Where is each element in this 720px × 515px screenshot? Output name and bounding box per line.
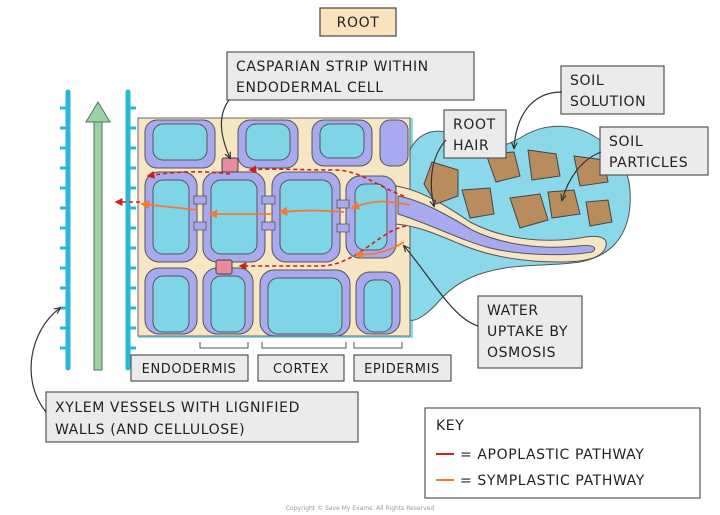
pointer-water-uptake — [404, 246, 479, 327]
cells-row-1 — [144, 119, 409, 169]
svg-text:ENDODERMAL CELL: ENDODERMAL CELL — [236, 80, 384, 96]
svg-text:ENDODERMIS: ENDODERMIS — [142, 362, 237, 377]
cells-row-2 — [144, 171, 397, 263]
title-box: ROOT — [319, 7, 397, 37]
svg-text:PARTICLES: PARTICLES — [609, 155, 688, 171]
svg-text:UPTAKE BY: UPTAKE BY — [487, 324, 568, 340]
xylem-vessels — [60, 89, 136, 371]
diagram-title: ROOT — [337, 15, 380, 31]
pointer-root-hair — [431, 139, 447, 206]
label-endodermis: ENDODERMIS — [130, 354, 249, 382]
key-title: KEY — [436, 418, 464, 434]
copyright-text: Copyright © Save My Exams. All Rights Re… — [286, 505, 435, 512]
svg-text:WATER: WATER — [487, 303, 539, 319]
svg-text:ROOT: ROOT — [453, 117, 496, 133]
root-hair-cytoplasm — [397, 195, 596, 256]
key-apoplastic-label: = APOPLASTIC PATHWAY — [460, 447, 644, 463]
label-soil-particles: SOIL PARTICLES — [599, 126, 709, 176]
label-cortex: CORTEX — [257, 354, 345, 382]
tissue-brackets — [199, 342, 403, 349]
label-epidermis: EPIDERMIS — [353, 354, 452, 382]
soil-particle-2 — [461, 187, 495, 219]
root-tissue — [137, 117, 413, 338]
label-soil-solution: SOIL SOLUTION — [560, 65, 665, 115]
symplastic-pathway — [140, 200, 411, 260]
pointer-soil-particles — [562, 151, 602, 200]
key-legend: KEY = APOPLASTIC PATHWAY = SYMPLASTIC PA… — [424, 407, 701, 499]
svg-text:XYLEM VESSELS WITH LIGNIFIED: XYLEM VESSELS WITH LIGNIFIED — [55, 400, 300, 416]
label-xylem-vessels: XYLEM VESSELS WITH LIGNIFIED WALLS (AND … — [45, 391, 359, 443]
soil-particle-8 — [585, 199, 613, 227]
soil-particle-5 — [527, 149, 561, 181]
svg-text:WALLS (AND CELLULOSE): WALLS (AND CELLULOSE) — [55, 422, 245, 438]
svg-text:CORTEX: CORTEX — [273, 362, 329, 377]
key-symplastic-label: = SYMPLASTIC PATHWAY — [460, 473, 645, 489]
pointer-xylem — [30, 308, 60, 413]
root-hair — [395, 185, 607, 263]
casparian-strip-bottom — [215, 259, 233, 275]
svg-text:SOIL: SOIL — [609, 134, 643, 150]
svg-text:SOLUTION: SOLUTION — [570, 94, 646, 110]
svg-text:OSMOSIS: OSMOSIS — [487, 345, 556, 361]
casparian-strip-top — [221, 157, 239, 173]
soil-water-region — [395, 125, 631, 321]
pointer-soil-solution — [514, 91, 563, 148]
label-casparian-strip: CASPARIAN STRIP WITHIN ENDODERMAL CELL — [226, 51, 475, 101]
pointer-casparian — [220, 99, 230, 158]
svg-text:EPIDERMIS: EPIDERMIS — [364, 362, 440, 377]
cells-row-3 — [144, 267, 401, 337]
apoplastic-pathway — [114, 165, 407, 270]
svg-text:HAIR: HAIR — [453, 138, 489, 154]
svg-text:CASPARIAN STRIP WITHIN: CASPARIAN STRIP WITHIN — [236, 59, 429, 75]
upward-arrow-icon — [85, 101, 111, 123]
label-root-hair: ROOT HAIR — [443, 109, 507, 159]
svg-text:SOIL: SOIL — [570, 73, 604, 89]
label-water-uptake: WATER UPTAKE BY OSMOSIS — [477, 295, 583, 369]
soil-particle-4 — [509, 193, 549, 229]
